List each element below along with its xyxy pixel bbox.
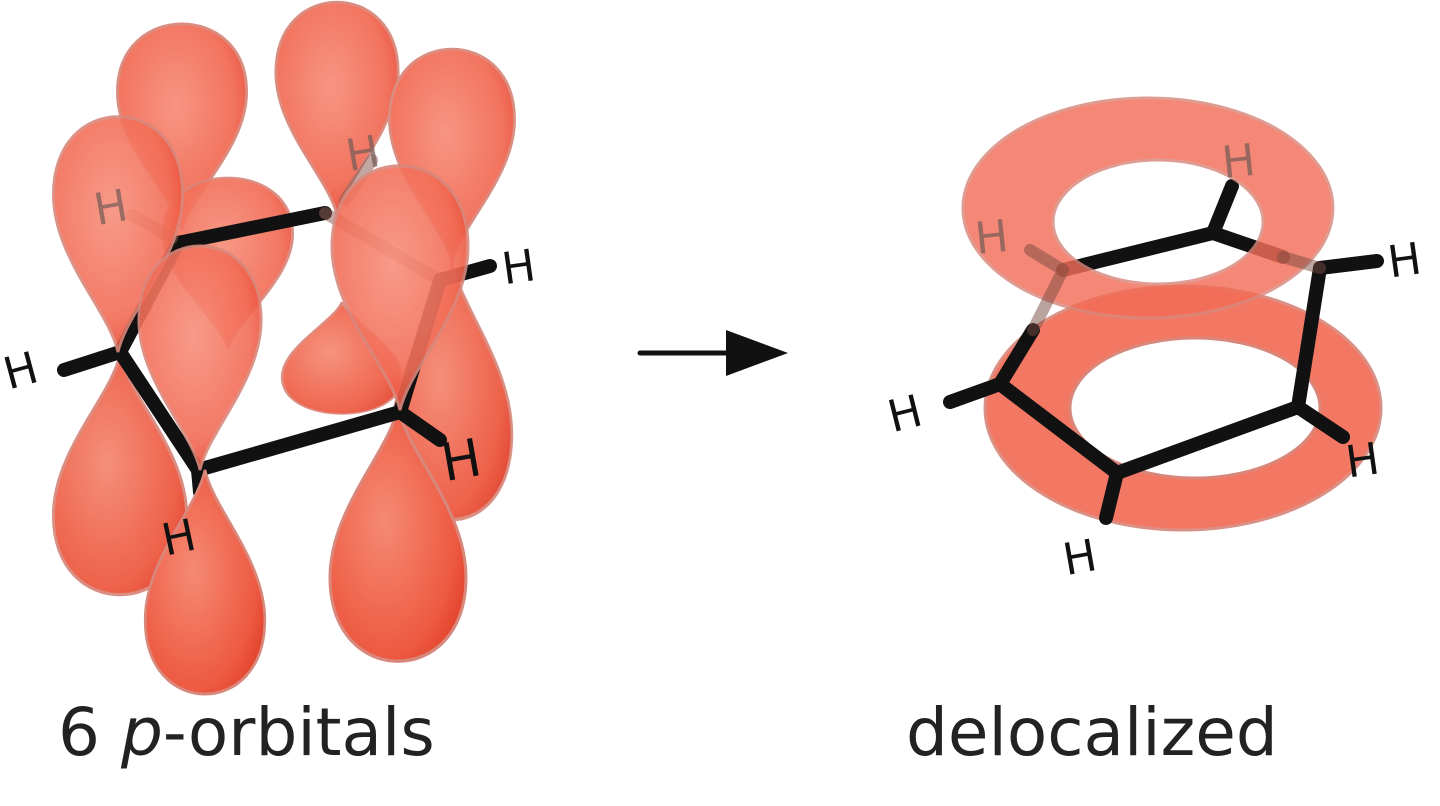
lower-pi-ring [983,284,1383,532]
delocalized-model: H H H H H H [883,96,1425,586]
h-atom-label: H [499,240,539,295]
p-orbitals-model: H H H H H H [0,0,539,696]
caption-italic-p: p [120,694,163,771]
caption-p-orbitals: 6 p-orbitals [58,700,435,766]
h-atom-label: H [1220,135,1258,189]
h-atom-label: H [1343,433,1383,488]
h-atom-label: H [0,342,43,400]
h-atom-label: H [973,211,1011,265]
h-atom-label: H [1059,530,1100,586]
caption-count: 6 [58,694,100,771]
caption-delocalized: delocalized [906,694,1278,771]
h-atom-label: H [1385,233,1425,288]
caption-orbitals-text: -orbitals [162,694,435,771]
reaction-arrow [637,330,788,376]
h-atom-label: H [883,386,927,443]
upper-pi-ring [961,96,1335,320]
back-delocalized-bonds [1024,244,1326,336]
